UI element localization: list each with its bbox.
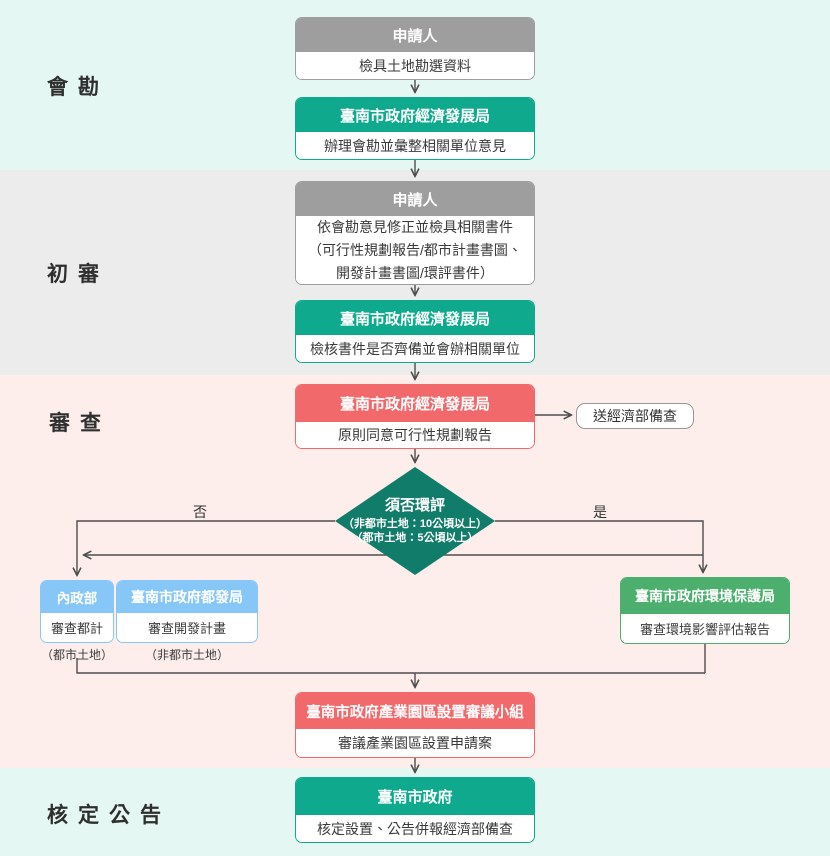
node-epa-body: 審查環境影響評估報告: [621, 614, 789, 643]
node-committee: 臺南市政府產業園區設置審議小組 審議產業園區設置申請案: [295, 692, 535, 758]
node-econ-prelim-header: 臺南市政府經濟發展局: [296, 301, 534, 335]
arrow-no-branch-to-moi: [77, 520, 335, 575]
node-econ-review-body: 原則同意可行性規劃報告: [296, 422, 534, 448]
node-applicant-prelim-body-line1: 依會勘意見修正並檢具相關書件: [317, 218, 513, 235]
decision-diamond-shape: [335, 467, 495, 575]
node-econ-survey-body: 辦理會勘並彙整相關單位意見: [296, 132, 534, 159]
arrow-yes-branch-to-epa: [495, 520, 703, 572]
node-econ-prelim: 臺南市政府經濟發展局 檢核書件是否齊備並會辦相關單位: [295, 300, 535, 363]
node-urban-dev: 臺南市政府都發局 審查開發計畫: [116, 580, 258, 643]
node-epa-header: 臺南市政府環境保護局: [621, 578, 789, 614]
node-applicant-prelim: 申請人 依會勘意見修正並檢具相關書件 （可行性規劃報告/都市計畫書圖、 開發計畫…: [295, 181, 535, 285]
node-moi-body: 審查都計: [41, 613, 113, 642]
node-committee-body: 審議產業園區設置申請案: [296, 729, 534, 757]
node-econ-review: 臺南市政府經濟發展局 原則同意可行性規劃報告: [295, 384, 535, 449]
node-moi: 內政部 審查都計: [40, 580, 114, 643]
section-label-survey: 會勘: [47, 76, 109, 99]
node-urban-dev-body: 審查開發計畫: [117, 613, 257, 642]
node-city-gov-body: 核定設置、公告併報經濟部備查: [296, 815, 534, 842]
branch-label-no: 否: [193, 504, 207, 520]
node-applicant-survey-header: 申請人: [296, 18, 534, 52]
node-city-gov-header: 臺南市政府: [296, 778, 534, 815]
node-moi-header: 內政部: [41, 581, 113, 613]
node-moi-caption: （都市土地）: [40, 648, 113, 662]
node-applicant-prelim-header: 申請人: [296, 182, 534, 216]
section-label-preliminary: 初審: [47, 263, 109, 286]
node-urban-dev-caption: （非都市土地）: [144, 648, 229, 662]
node-city-gov: 臺南市政府 核定設置、公告併報經濟部備查: [295, 777, 535, 843]
node-epa: 臺南市政府環境保護局 審查環境影響評估報告: [620, 577, 790, 644]
node-applicant-prelim-body-line3: 開發計畫書圖/環評書件）: [336, 264, 494, 281]
node-applicant-survey-body: 檢具土地勘選資料: [296, 52, 534, 79]
section-label-final: 核定公告: [47, 804, 171, 827]
node-send-moea: 送經濟部備查: [576, 403, 694, 429]
branch-label-yes: 是: [593, 504, 607, 520]
node-applicant-prelim-body: 依會勘意見修正並檢具相關書件 （可行性規劃報告/都市計畫書圖、 開發計畫書圖/環…: [296, 216, 534, 284]
node-econ-review-header: 臺南市政府經濟發展局: [296, 385, 534, 422]
node-committee-header: 臺南市政府產業園區設置審議小組: [296, 693, 534, 729]
node-applicant-prelim-body-line2: （可行性規劃報告/都市計畫書圖、: [308, 241, 522, 258]
line-merge-horizontal: [76, 658, 705, 674]
node-urban-dev-header: 臺南市政府都發局: [117, 581, 257, 613]
node-applicant-survey: 申請人 檢具土地勘選資料: [295, 17, 535, 80]
node-econ-survey-header: 臺南市政府經濟發展局: [296, 98, 534, 132]
node-econ-survey: 臺南市政府經濟發展局 辦理會勘並彙整相關單位意見: [295, 97, 535, 160]
section-label-review: 審查: [49, 412, 111, 435]
node-econ-prelim-body: 檢核書件是否齊備並會辦相關單位: [296, 335, 534, 362]
